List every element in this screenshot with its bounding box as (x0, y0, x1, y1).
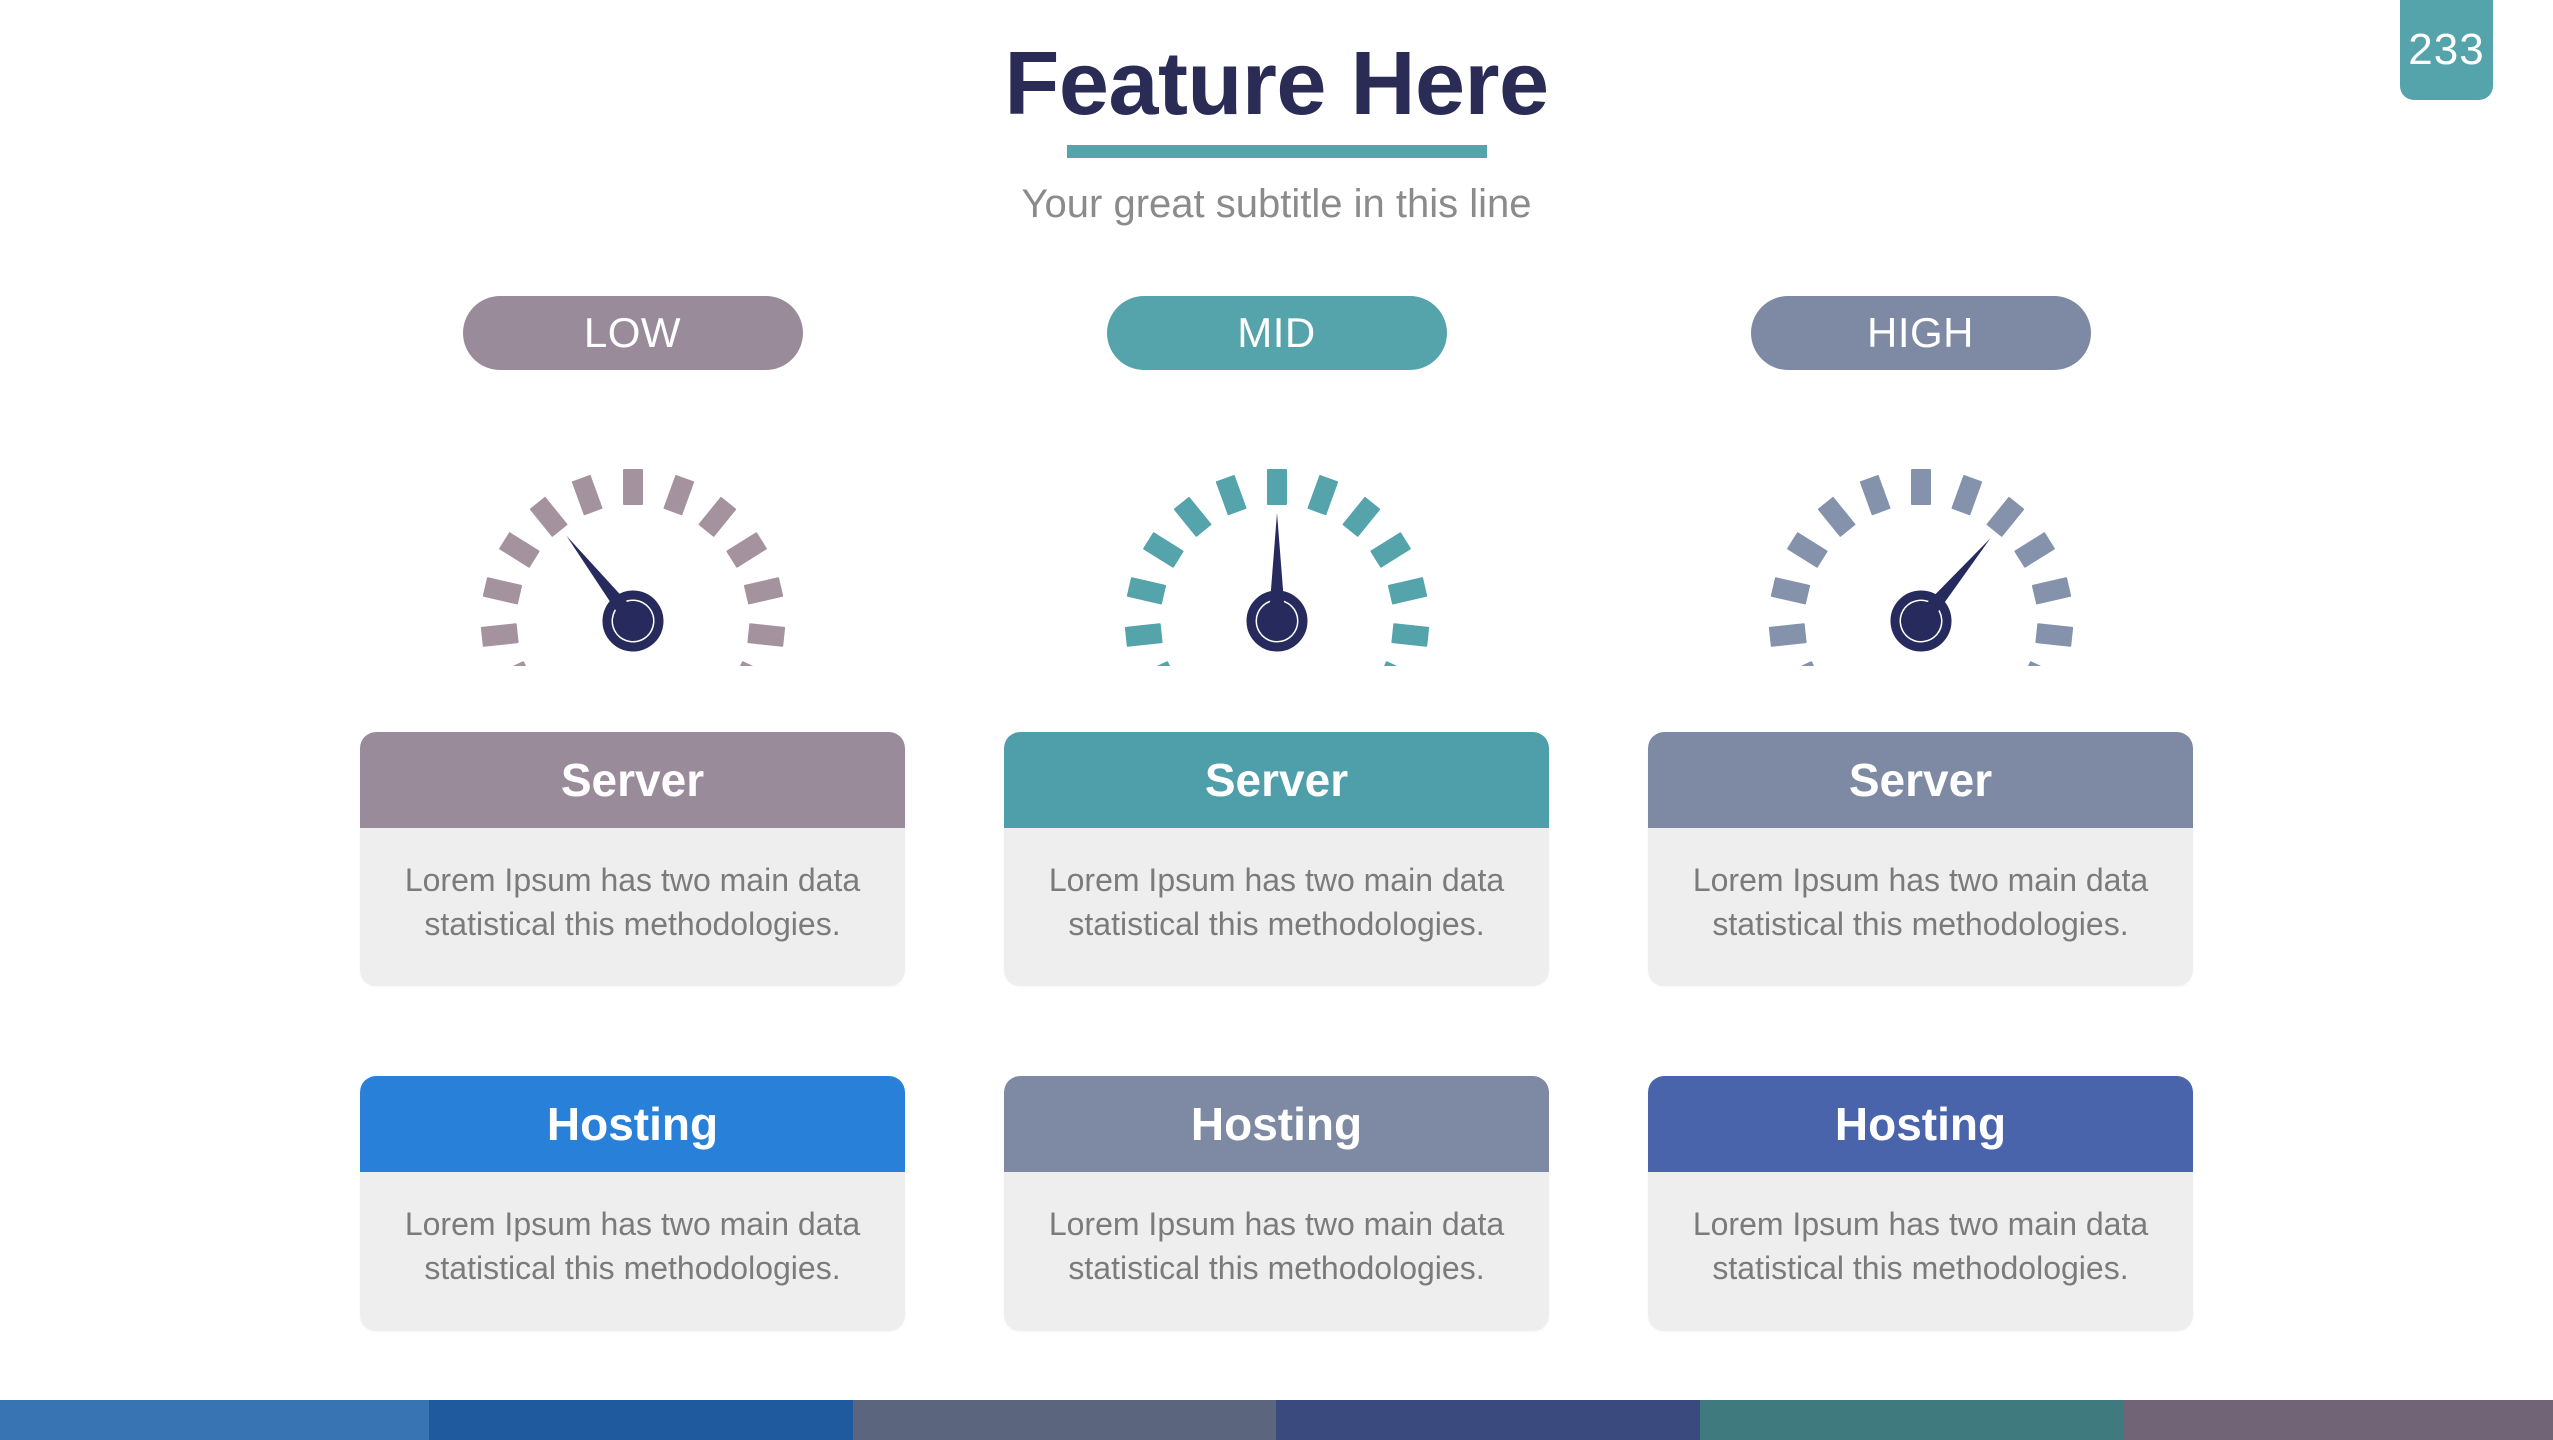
hosting-card-low-title: Hosting (546, 1098, 719, 1151)
hosting-card-low-body: Lorem Ipsum has two main data statistica… (404, 1206, 861, 1287)
hosting-card-mid[interactable]: Hosting Lorem Ipsum has two main data st… (1004, 1076, 1549, 1331)
title-underline-rule (1066, 145, 1487, 159)
column-mid: MID (997, 296, 1557, 1331)
level-pill-low-label: LOW (583, 309, 682, 356)
page-number-label: 233 (2408, 25, 2485, 74)
hosting-card-mid-title: Hosting (1190, 1098, 1363, 1151)
gauge-high-arc-segments (1768, 469, 2073, 666)
server-card-low-body: Lorem Ipsum has two main data statistica… (404, 862, 861, 943)
hosting-card-mid-body: Lorem Ipsum has two main data statistica… (1048, 1206, 1505, 1287)
level-pill-high-label: HIGH (1867, 309, 1974, 356)
strip-segment-mauve (2124, 1400, 2553, 1440)
hosting-card-high-body: Lorem Ipsum has two main data statistica… (1692, 1206, 2149, 1287)
column-high: HIGH (1641, 296, 2201, 1331)
server-card-low-title: Server (560, 754, 705, 806)
column-low: LOW (353, 296, 913, 1331)
strip-segment-teal (1700, 1400, 2125, 1440)
slide-header: Feature Here Your great subtitle in this… (0, 34, 2553, 227)
gauge-high (1756, 426, 2086, 666)
server-card-low-header: Server (360, 732, 905, 828)
hosting-card-low-header: Hosting (360, 1076, 905, 1173)
hosting-card-high-title: Hosting (1834, 1098, 2007, 1151)
level-pill-low[interactable]: LOW (462, 296, 803, 370)
gauge-low (468, 426, 798, 666)
level-pill-high[interactable]: HIGH (1750, 296, 2091, 370)
gauge-mid (1112, 426, 1442, 666)
strip-segment-dark-blue (428, 1400, 853, 1440)
level-pill-mid-label: MID (1237, 309, 1316, 356)
page-number-badge: 233 (2400, 0, 2493, 100)
gauge-low-needle (566, 535, 663, 652)
strip-segment-indigo (1276, 1400, 1701, 1440)
server-card-high[interactable]: Server Lorem Ipsum has two main data sta… (1648, 732, 2193, 987)
bottom-color-strip (0, 1400, 2553, 1440)
server-card-mid-body: Lorem Ipsum has two main data statistica… (1048, 862, 1505, 943)
gauge-low-arc-segments (480, 469, 785, 666)
page-subtitle: Your great subtitle in this line (1021, 182, 1532, 227)
server-card-high-title: Server (1848, 754, 1993, 806)
server-card-high-header: Server (1648, 732, 2193, 828)
gauge-mid-arc-segments (1124, 469, 1429, 666)
hosting-card-high-header: Hosting (1648, 1076, 2193, 1173)
gauge-high-needle (1890, 538, 1990, 652)
hosting-card-low[interactable]: Hosting Lorem Ipsum has two main data st… (360, 1076, 905, 1331)
server-card-low[interactable]: Server Lorem Ipsum has two main data sta… (360, 732, 905, 987)
server-card-mid-title: Server (1204, 754, 1349, 806)
strip-segment-blue (0, 1400, 429, 1440)
level-pill-mid[interactable]: MID (1106, 296, 1447, 370)
hosting-card-high[interactable]: Hosting Lorem Ipsum has two main data st… (1648, 1076, 2193, 1331)
strip-segment-slate (852, 1400, 1277, 1440)
page-title: Feature Here (1004, 34, 1549, 134)
gauge-mid-needle (1246, 513, 1307, 652)
server-card-mid[interactable]: Server Lorem Ipsum has two main data sta… (1004, 732, 1549, 987)
hosting-card-mid-header: Hosting (1004, 1076, 1549, 1173)
server-card-high-body: Lorem Ipsum has two main data statistica… (1692, 862, 2149, 943)
server-card-mid-header: Server (1004, 732, 1549, 828)
columns-container: LOW (0, 296, 2553, 1331)
